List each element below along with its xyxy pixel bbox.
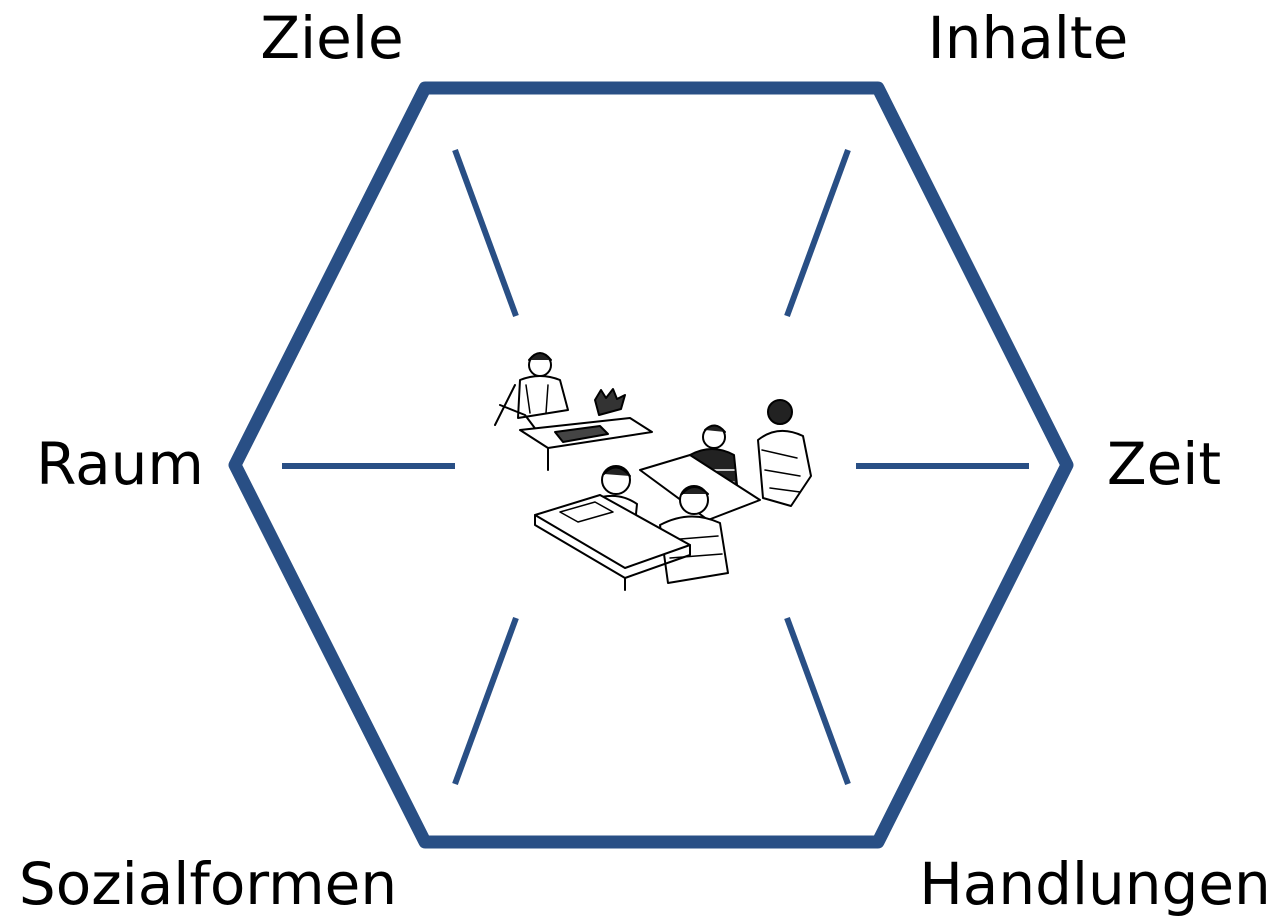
spoke-handlungen	[787, 618, 848, 784]
spoke-inhalte	[787, 150, 848, 316]
label-sozialformen: Sozialformen	[19, 850, 397, 918]
spoke-ziele	[455, 150, 516, 316]
classroom-sketch-icon	[495, 353, 811, 590]
label-inhalte: Inhalte	[928, 4, 1129, 72]
label-raum: Raum	[36, 430, 204, 498]
label-zeit: Zeit	[1107, 430, 1221, 498]
label-ziele: Ziele	[260, 4, 403, 72]
label-handlungen: Handlungen	[919, 850, 1271, 918]
spoke-sozialformen	[455, 618, 516, 784]
